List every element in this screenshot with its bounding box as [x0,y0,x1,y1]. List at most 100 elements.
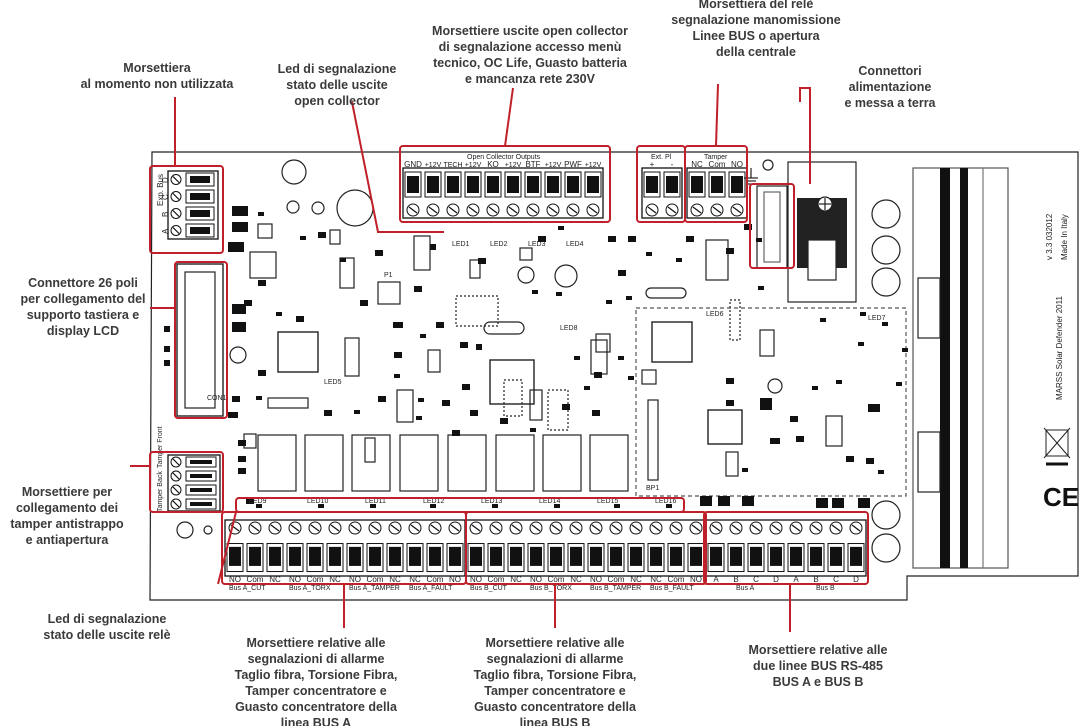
bus-a-terminal-label: NC [409,575,421,584]
tamper-terminal-label: Com [709,160,726,169]
bus-b-terminal-label: NO [690,575,702,584]
smd-component [866,458,874,464]
smd-component [816,498,828,508]
component-label: LED7 [868,315,886,322]
relay-led-label: LED14 [539,498,561,505]
callout-relay-leds-line: stato delle uscite relè [43,628,170,642]
smd-component [558,226,564,230]
callout-tamper-terminals: Morsettiere per collegamento dei tamper an… [10,485,124,547]
exp-bus-pin-label: B [161,212,170,217]
callout-leds-oc-line: open collector [294,94,380,108]
smd-component [258,280,266,286]
bus-a-terminal-label: Com [247,575,264,584]
callout-bus-a-alarms-line: linea BUS A [281,716,351,726]
smd-component [594,372,602,378]
smd-component [614,504,620,508]
bus-b-terminal-label: Com [548,575,565,584]
smd-component [626,296,632,300]
bus-b-group-label: Bus B_FAULT [650,585,695,592]
smd-component [500,418,508,424]
oc-output-terminals [402,167,604,219]
smd-component [416,416,422,420]
callout-relay-leds-line: Led di segnalazione [48,612,167,626]
callout-tamper-relay-line: Linee BUS o apertura [692,29,820,43]
smd-component [238,440,246,446]
bus-b-terminal-label: Com [608,575,625,584]
bus-a-terminal-label: Com [427,575,444,584]
smd-component [414,286,422,292]
oc-terminal-label: BTF [525,160,540,169]
component-label: LED6 [706,311,724,318]
smd-component [238,456,246,462]
smd-component [393,322,403,328]
rs485-terminal-label: B [733,575,738,584]
smd-component [378,396,386,402]
bus-a-terminal-label: NO [289,575,301,584]
component-label: LED5 [324,379,342,386]
ext-pl-terminal-label: + [650,160,655,169]
smd-component [452,430,460,436]
smd-component [770,438,780,444]
smd-component [258,212,264,216]
callout-tamper-terminals-line: e antiapertura [26,533,110,547]
callout-exp-bus-line: Morsettiera [123,61,191,75]
smd-component [300,236,306,240]
smd-component [232,222,248,232]
smd-component [276,312,282,316]
smd-component [832,498,844,508]
callout-exp-bus-line: al momento non utilizzata [81,77,235,91]
smd-component [676,258,682,262]
component-label: CON1 [207,395,227,402]
smd-component [858,498,870,508]
callout-oc-outputs-line: Morsettiere uscite open collector [432,24,628,38]
callout-bus-a-alarms-line: Tamper concentratore e [245,684,387,698]
smd-component [340,258,346,262]
exp-bus-pin-label: C [161,194,170,200]
callout-box [749,183,795,269]
tamper-sensor-terminals [167,454,221,512]
smd-component [760,398,772,410]
smd-component [430,244,436,250]
relay-led-label: LED16 [655,498,677,505]
smd-component [618,270,626,276]
relay-led-label: LED13 [481,498,503,505]
callout-tamper-terminals-line: collegamento dei [16,501,118,515]
smd-component [370,504,376,508]
bus-b-terminal-label: NC [510,575,522,584]
bus-a-terminal-label: NO [449,575,461,584]
bus-b-terminal-label: Com [668,575,685,584]
callout-box [465,511,707,585]
oc-led-label: LED2 [490,241,508,248]
callout-tamper-terminals-line: Morsettiere per [22,485,112,499]
relay-led-label: LED12 [423,498,445,505]
smd-component [258,370,266,376]
callout-bus-b-alarms-line: Morsettiere relative alle [486,636,625,650]
smd-component [318,504,324,508]
smd-component [860,312,866,316]
bus-a-terminal-label: NC [329,575,341,584]
oc-terminal-label: +12V [545,162,562,169]
bus-a-terminal-label: Com [367,575,384,584]
smd-component [902,348,908,352]
callout-connettore-26-line: supporto tastiera e [27,308,140,322]
smd-component [246,498,254,504]
callout-line [351,101,444,233]
smd-component [318,232,326,238]
bus-b-terminal-label: Com [488,575,505,584]
smd-component [868,404,880,412]
bus-b-group-label: Bus B_CUT [470,585,508,592]
smd-component [460,342,468,348]
callout-tamper-terminals-line: tamper antistrappo [10,517,124,531]
callout-bus-a-alarms-line: Taglio fibra, Torsione Fibra, [235,668,398,682]
callout-connettore-26-line: Connettore 26 poli [28,276,138,290]
smd-component [606,300,612,304]
smd-component [896,382,902,386]
callout-line [799,87,811,184]
smd-component [442,400,450,406]
smd-component [882,322,888,326]
smd-component [228,412,238,418]
smd-component [394,352,402,358]
smd-component [164,346,170,352]
